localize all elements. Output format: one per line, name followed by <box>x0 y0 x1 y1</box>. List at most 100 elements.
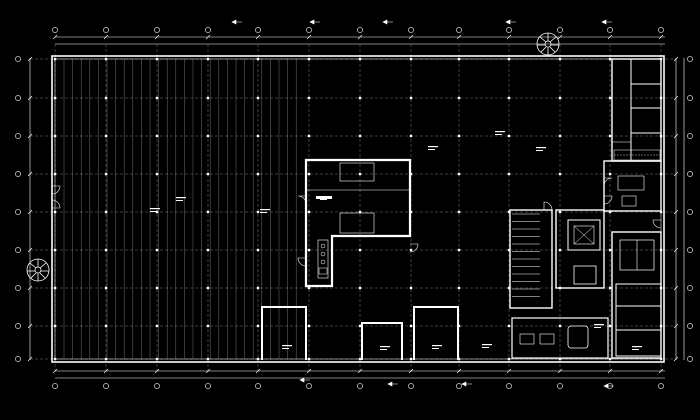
column <box>155 248 159 252</box>
column <box>358 134 362 138</box>
arrow-icon <box>299 377 310 383</box>
loading-dock-bays <box>261 306 459 360</box>
column <box>358 57 362 61</box>
column <box>558 324 562 328</box>
tick <box>306 368 312 374</box>
column <box>256 210 260 214</box>
column <box>608 357 612 361</box>
axis-bubble <box>306 27 312 33</box>
grid-axis-bubbles <box>15 27 693 389</box>
arrow-icon <box>601 19 612 25</box>
column <box>457 57 461 61</box>
spiral-stair-icon <box>26 258 50 282</box>
column <box>155 96 159 100</box>
label-mark <box>594 324 604 326</box>
axis-bubble <box>205 383 211 389</box>
column <box>307 324 311 328</box>
axis-bubble <box>15 285 21 291</box>
column <box>307 286 311 290</box>
axis-bubble <box>255 383 261 389</box>
column <box>659 357 663 361</box>
column <box>409 248 413 252</box>
room-label-marks <box>150 131 642 350</box>
axis-bubble <box>408 27 414 33</box>
arrow-icon <box>382 19 393 25</box>
column <box>608 210 612 214</box>
tick <box>506 368 512 374</box>
column <box>206 210 210 214</box>
tick <box>154 368 160 374</box>
column <box>53 210 57 214</box>
column <box>659 210 663 214</box>
column <box>104 172 108 176</box>
label-mark <box>432 345 442 347</box>
column <box>256 248 260 252</box>
tick <box>306 34 312 40</box>
column <box>507 210 511 214</box>
label-mark <box>380 349 387 350</box>
column <box>53 172 57 176</box>
outer-walls <box>51 55 665 363</box>
column <box>307 357 311 361</box>
column <box>358 172 362 176</box>
central-office-block <box>304 158 412 288</box>
arrow-icon <box>505 19 516 25</box>
label-mark <box>632 349 639 350</box>
column <box>409 357 413 361</box>
column <box>507 96 511 100</box>
column <box>104 357 108 361</box>
column <box>507 357 511 361</box>
column <box>53 357 57 361</box>
axis-bubble <box>687 209 693 215</box>
column <box>307 57 311 61</box>
tick <box>456 34 462 40</box>
column <box>457 172 461 176</box>
tick <box>27 95 33 101</box>
axis-bubble <box>154 383 160 389</box>
label-mark <box>482 347 489 348</box>
tick <box>673 247 679 253</box>
column <box>104 324 108 328</box>
label-mark <box>176 200 183 201</box>
tick <box>255 34 261 40</box>
column <box>104 57 108 61</box>
column <box>53 57 57 61</box>
label-mark <box>495 131 505 133</box>
axis-bubble <box>687 133 693 139</box>
column <box>206 324 210 328</box>
column <box>206 134 210 138</box>
column <box>358 210 362 214</box>
column <box>358 96 362 100</box>
tick <box>673 95 679 101</box>
tick <box>205 368 211 374</box>
column <box>155 134 159 138</box>
column <box>307 134 311 138</box>
axis-bubble <box>456 383 462 389</box>
tick <box>557 368 563 374</box>
label-mark <box>320 196 330 198</box>
door-swings <box>51 177 662 267</box>
tick <box>408 34 414 40</box>
tick <box>607 368 613 374</box>
column <box>256 324 260 328</box>
label-mark <box>282 348 289 349</box>
column <box>457 134 461 138</box>
tick <box>27 285 33 291</box>
axis-bubble <box>15 247 21 253</box>
tick <box>27 323 33 329</box>
axis-bubble <box>658 27 664 33</box>
axis-bubble <box>687 285 693 291</box>
column <box>608 96 612 100</box>
tick <box>607 34 613 40</box>
arrow-icon <box>603 383 614 389</box>
label-mark <box>320 199 327 200</box>
label-mark <box>495 134 502 135</box>
label-mark <box>536 147 546 149</box>
column <box>558 210 562 214</box>
tick <box>408 368 414 374</box>
column <box>358 286 362 290</box>
column <box>558 134 562 138</box>
axis-bubble <box>306 383 312 389</box>
label-mark <box>594 327 601 328</box>
